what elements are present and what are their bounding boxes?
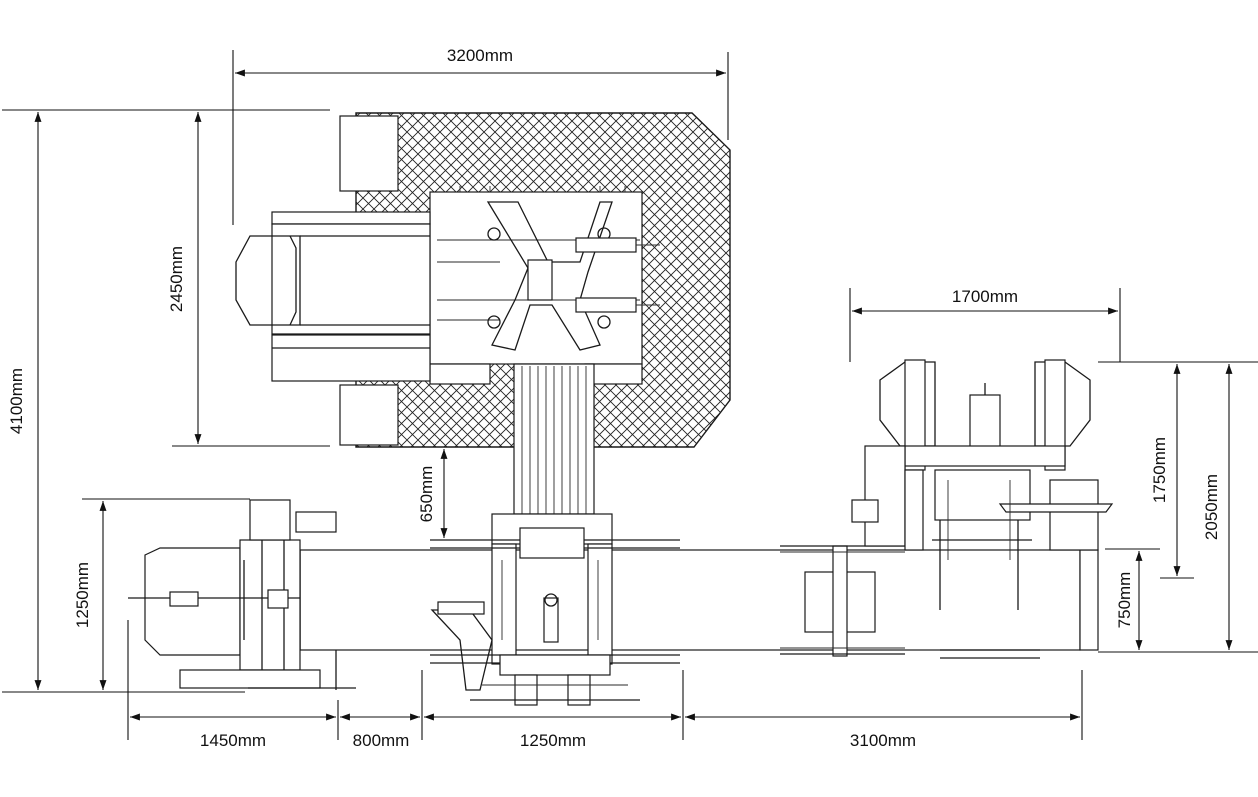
dim-right-unit-depth: 1750mm bbox=[1150, 437, 1169, 503]
dim-bottom-seg-3: 1250mm bbox=[520, 731, 586, 750]
top-machine bbox=[235, 112, 731, 515]
dim-bottom-seg-4: 3100mm bbox=[850, 731, 916, 750]
right-conveyor-section bbox=[780, 545, 905, 657]
dimension-labels: 3200mm 4100mm 2450mm 650mm 1250mm 1700mm… bbox=[7, 46, 1221, 750]
dim-right-base-depth: 750mm bbox=[1115, 572, 1134, 629]
dim-machine-height: 2450mm bbox=[167, 246, 186, 312]
dim-bottom-seg-2: 800mm bbox=[353, 731, 410, 750]
dimension-lines bbox=[2, 50, 1258, 740]
dim-right-total-depth: 2050mm bbox=[1202, 474, 1221, 540]
conveyor bbox=[299, 549, 1099, 651]
right-unit bbox=[851, 359, 1114, 659]
dim-top-width: 3200mm bbox=[447, 46, 513, 65]
left-unit bbox=[128, 499, 356, 690]
middle-station bbox=[430, 513, 680, 706]
dim-total-height: 4100mm bbox=[7, 368, 26, 434]
cable-bundle bbox=[513, 363, 595, 515]
dim-right-unit-width: 1700mm bbox=[952, 287, 1018, 306]
dim-gap-height: 650mm bbox=[417, 466, 436, 523]
dim-bottom-seg-1: 1450mm bbox=[200, 731, 266, 750]
dim-left-unit-height: 1250mm bbox=[73, 562, 92, 628]
